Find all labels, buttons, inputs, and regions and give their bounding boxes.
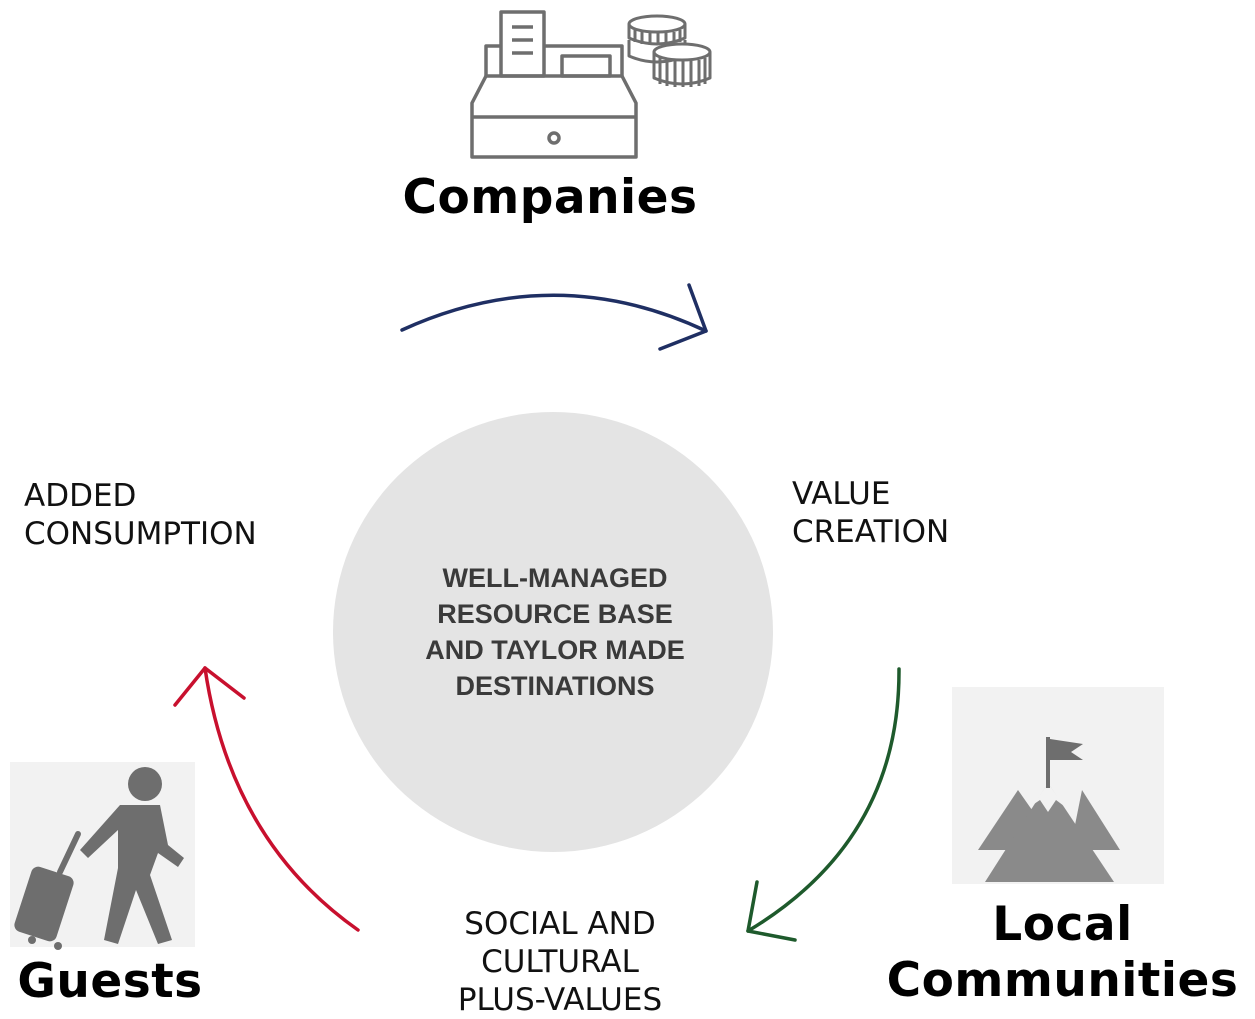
added-consumption-label: ADDED CONSUMPTION: [24, 477, 257, 553]
value-creation-line-2: CREATION: [792, 514, 950, 550]
local-communities-label: Local Communities: [885, 897, 1240, 1009]
social-cultural-line-2: CULTURAL: [481, 944, 639, 980]
mountain-with-flag-icon: [952, 687, 1164, 884]
center-text-line-1: WELL-MANAGED: [442, 563, 668, 593]
arrow-social-to-consumption: [173, 666, 360, 932]
guests-label: Guests: [17, 954, 203, 1009]
center-text-line-2: RESOURCE BASE: [437, 599, 673, 629]
center-text-line-4: DESTINATIONS: [455, 671, 655, 701]
arrow-value-to-social: [746, 667, 901, 942]
added-consumption-line-2: CONSUMPTION: [24, 516, 257, 552]
center-circle: [333, 412, 773, 852]
center-text-line-3: AND TAYLOR MADE: [425, 635, 685, 665]
social-cultural-line-1: SOCIAL AND: [464, 906, 656, 942]
local-communities-line-1: Local: [992, 897, 1133, 952]
companies-label: Companies: [402, 170, 698, 225]
social-cultural-line-3: PLUS-VALUES: [457, 982, 663, 1018]
added-consumption-line-1: ADDED: [24, 478, 137, 514]
traveler-with-suitcase-icon: [10, 762, 195, 950]
social-cultural-label: SOCIAL AND CULTURAL PLUS-VALUES: [420, 905, 700, 1019]
value-creation-label: VALUE CREATION: [792, 475, 949, 551]
cash-register-with-coins-icon: [470, 10, 712, 159]
local-communities-line-2: Communities: [886, 953, 1239, 1008]
arrow-companies-to-value: [400, 283, 708, 351]
value-creation-line-1: VALUE: [792, 476, 891, 512]
center-circle-text: WELL-MANAGED RESOURCE BASE AND TAYLOR MA…: [390, 560, 720, 704]
